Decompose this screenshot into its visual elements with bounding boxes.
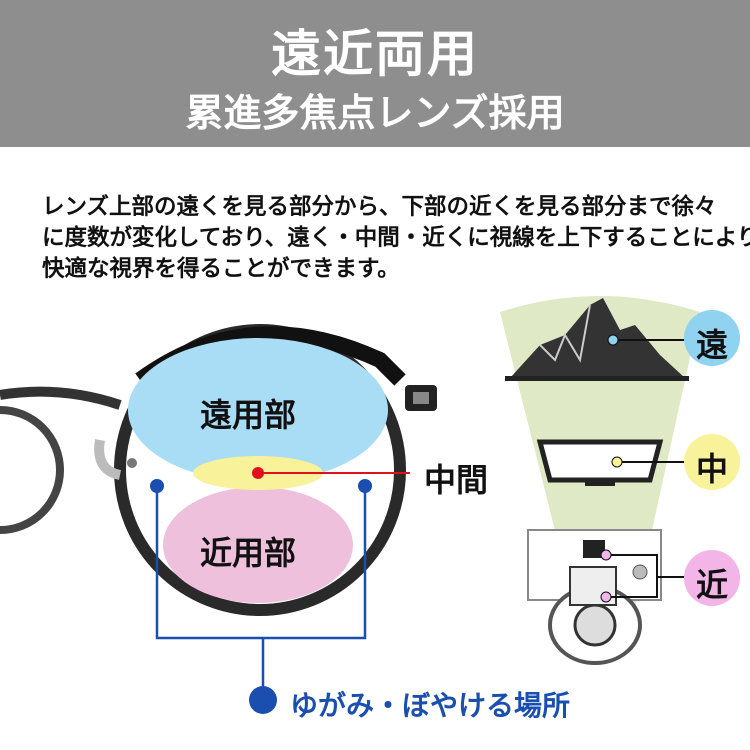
nose-pad [94,439,122,480]
distortion-bracket [155,486,367,695]
phone-icon [583,540,605,558]
middle-badge-circle [684,434,740,490]
near-zone-label: 近用部 [200,534,297,572]
near-badge: 近 [696,566,729,604]
person-head [573,603,617,647]
vision-diagram [500,296,740,665]
near-pointer-dot-bottom [600,591,612,603]
title: 遠近両用 [271,25,479,83]
temple-arm [0,386,122,410]
far-pointer-dot [607,334,619,346]
mountain-snow [539,304,591,363]
description: レンズ上部の遠くを見る部分から、下部の近くを見る部分まで徐々 に度数が変化してお… [42,192,750,285]
monitor-icon [536,439,664,483]
subtitle: 累進多焦点レンズ採用 [185,91,565,135]
near-pointer-dot-top [600,549,612,561]
far-zone-label: 遠用部 [200,396,297,434]
desk-item-icon [632,564,648,580]
distortion-label: ゆがみ・ぼやける場所 [290,689,571,722]
middle-target-dot [611,456,623,468]
monitor-stand [585,482,615,486]
header-banner: 遠近両用 累進多焦点レンズ採用 [0,0,750,147]
near-zone [163,487,353,603]
description-line: 快適な視界を得ることができます。 [42,256,400,282]
far-zone [128,338,388,482]
left-lens-frame [0,406,64,534]
nose-pad-screw [127,458,137,468]
far-badge-circle [684,310,740,366]
distortion-bullet [249,686,277,714]
mountain-ground [505,376,689,381]
near-badge-circle [684,550,740,606]
description-line: レンズ上部の遠くを見る部分から、下部の近くを見る部分まで徐々 [42,194,717,220]
description-line: に度数が変化しており、遠く・中間・近くに視線を上下することにより [42,225,750,251]
middle-badge: 中 [696,450,729,488]
middle-zone-label: 中間 [424,461,489,499]
glasses-illustration [0,324,437,714]
hinge-detail [413,392,429,404]
far-badge: 遠 [696,326,729,364]
